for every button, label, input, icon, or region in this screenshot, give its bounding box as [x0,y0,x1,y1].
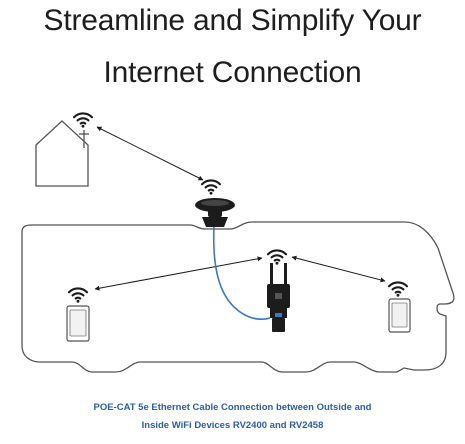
rv-outline [21,221,455,373]
wifi-icon-house [72,112,94,128]
wifi-icon-tablet-right [387,281,409,297]
tablet-icon-left [66,305,90,342]
roof-antenna-icon [195,198,235,227]
house-antenna-icon [79,130,89,148]
router-icon [267,263,290,332]
wifi-icon-router [266,249,288,265]
tablet-icon-right [388,298,411,333]
caption-line-2: Inside WiFi Devices RV2400 and RV2458 [141,420,324,431]
link-arrow-left-tablet-router [94,256,263,291]
caption-line-1: POE-CAT 5e Ethernet Cable Connection bet… [93,402,372,413]
link-arrow-router-right-tablet [291,255,386,283]
wifi-icon-antenna [200,179,222,195]
link-arrow-house-antenna [96,126,204,181]
headline-line-1: Streamline and Simplify Your [43,4,422,37]
headline-line-2: Internet Connection [103,56,362,89]
wifi-icon-tablet-left [67,287,89,303]
house-icon [35,120,89,187]
ethernet-cable [212,223,271,320]
